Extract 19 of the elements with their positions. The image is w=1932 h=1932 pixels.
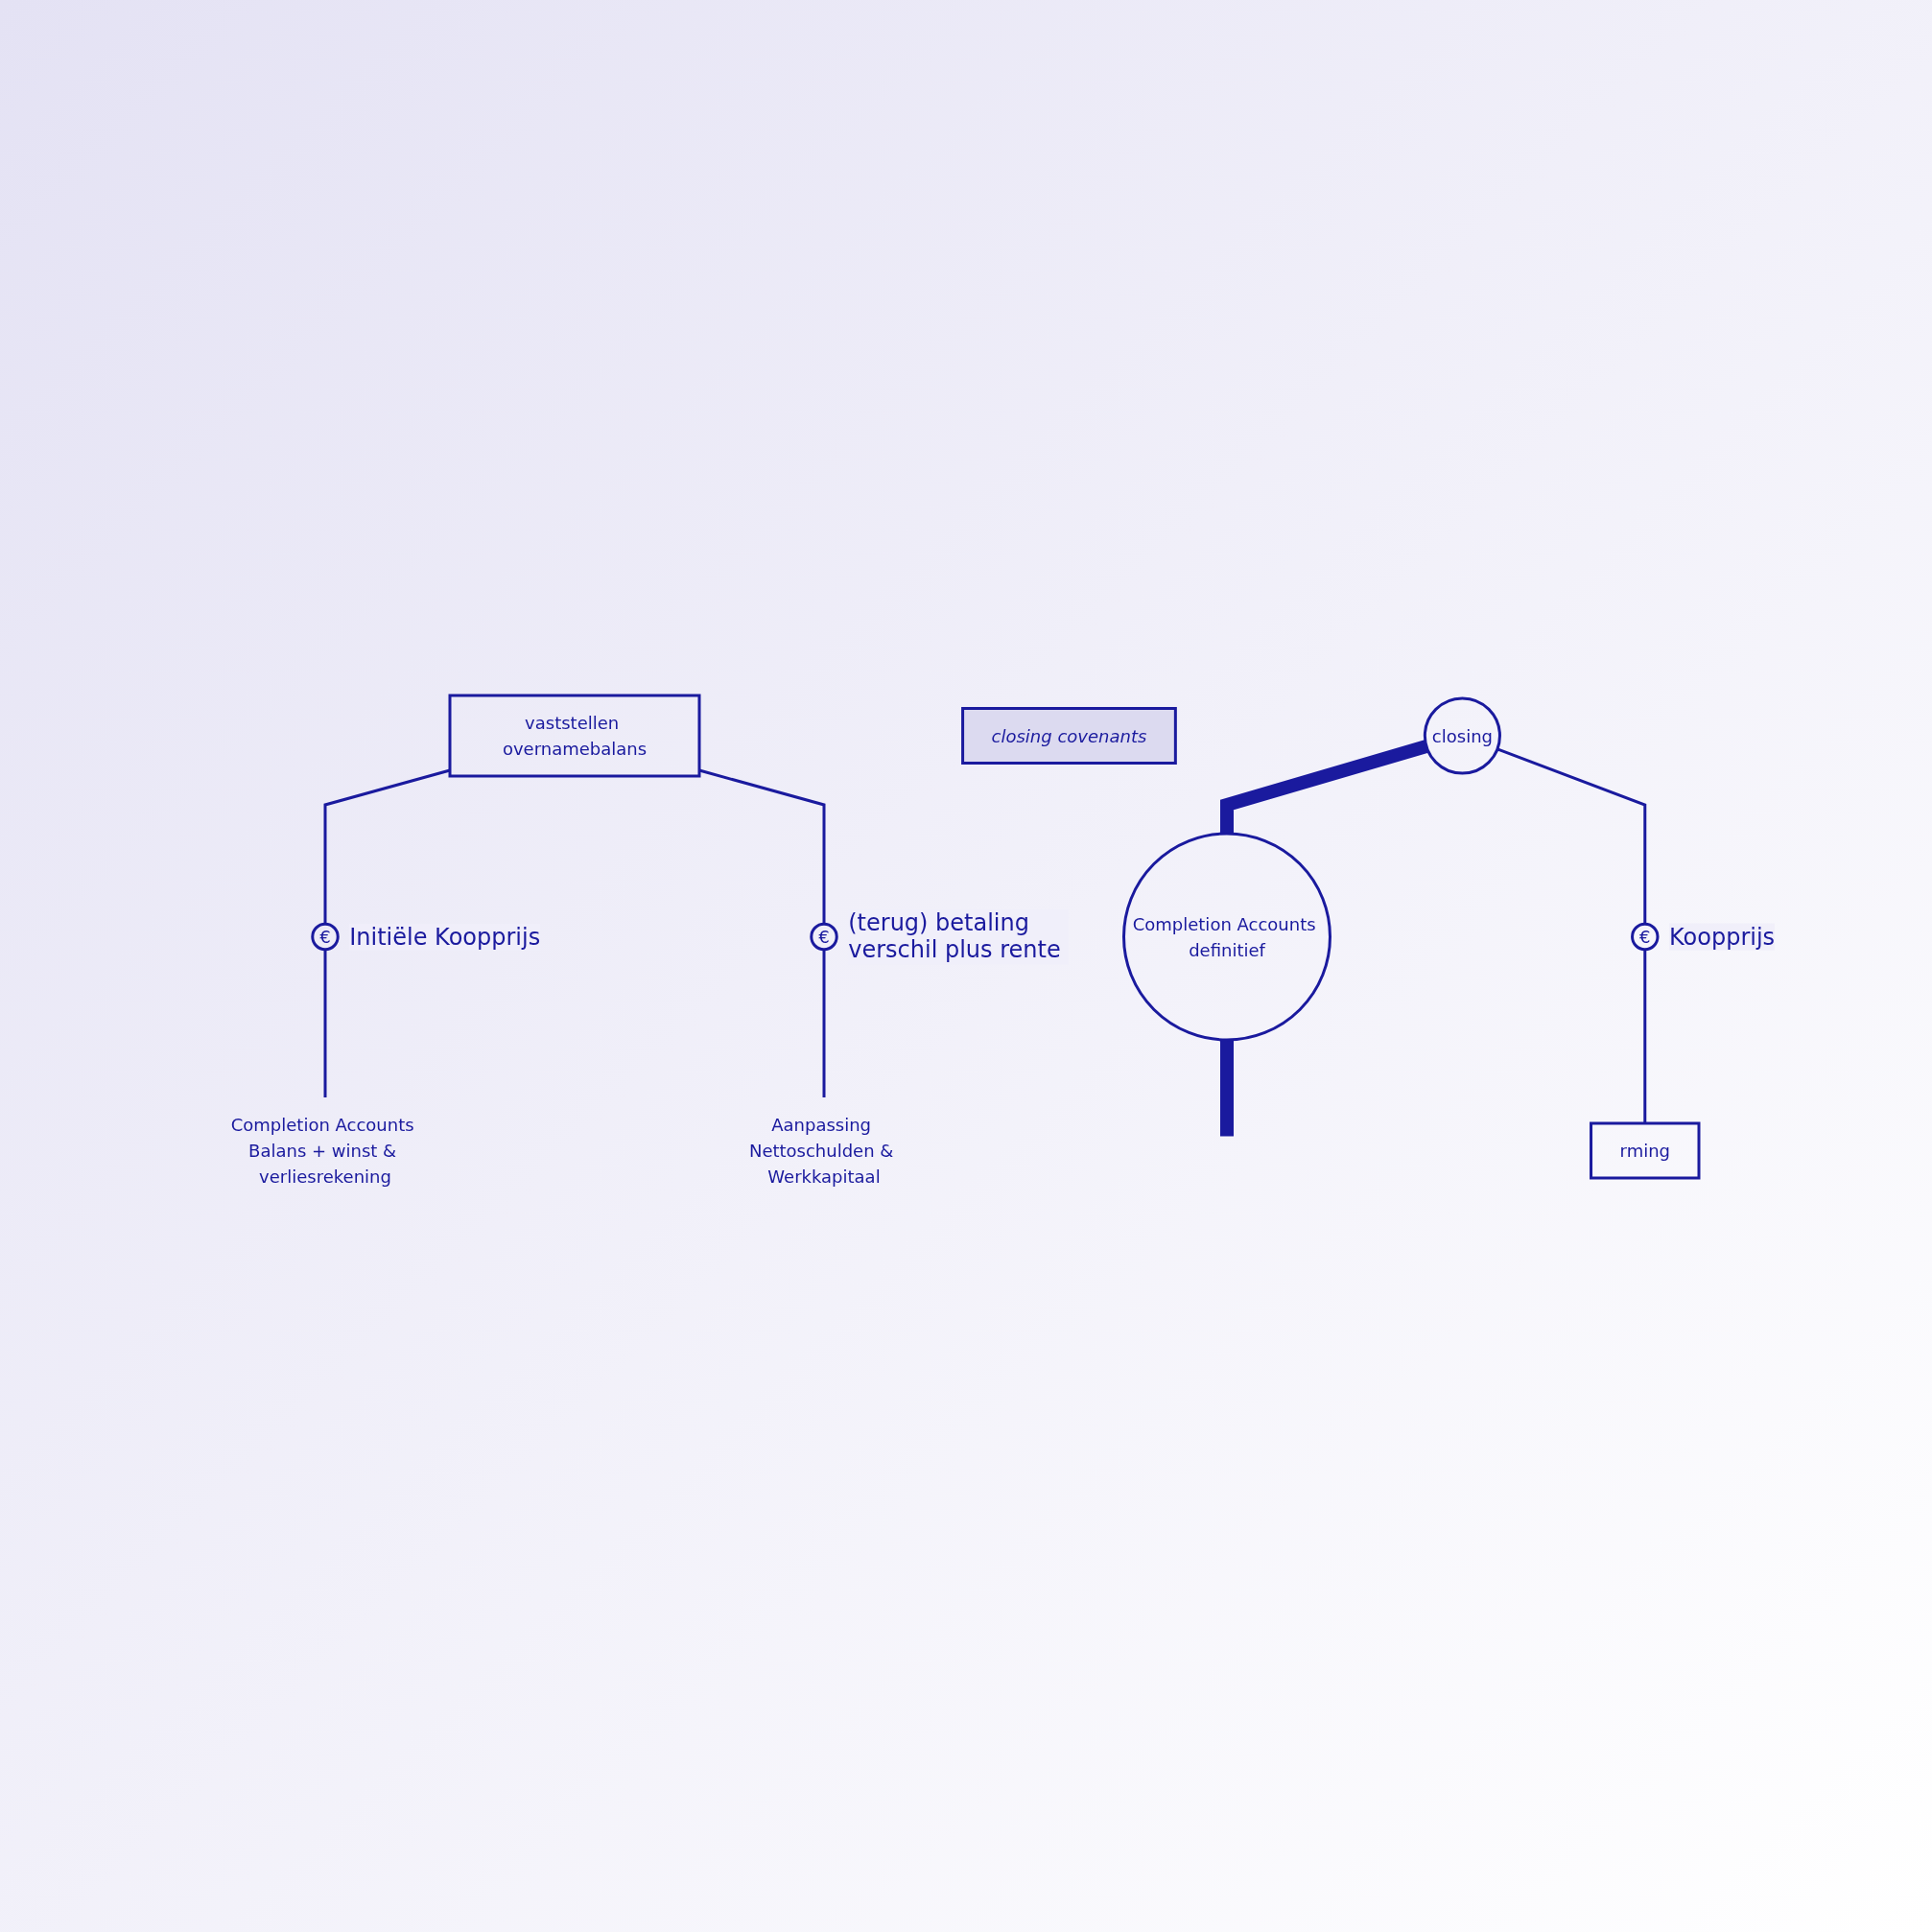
connector <box>698 768 826 925</box>
node-circle: € <box>311 922 340 952</box>
node-circle: € <box>1631 922 1660 952</box>
node-circle: Completion Accounts definitief <box>1122 832 1331 1042</box>
node-box: rming <box>1590 1121 1701 1180</box>
node-circle: € <box>810 922 838 952</box>
connector <box>1220 1040 1234 1137</box>
node-box: vaststellen overnamebalans <box>448 694 701 778</box>
connector <box>822 949 826 1097</box>
connector <box>323 768 451 925</box>
node-caption: Koopprijs <box>1669 923 1776 951</box>
connector <box>1220 740 1428 834</box>
node-box: closing covenants <box>961 707 1177 765</box>
node-circle: closing <box>1423 696 1501 775</box>
connector <box>1643 949 1647 1123</box>
node-text: Aanpassing Nettoschulden & Werkkapitaal <box>748 1115 894 1187</box>
connector <box>1496 747 1647 925</box>
connector <box>323 949 327 1097</box>
node-text: Completion Accounts Balans + winst & verliesrekening <box>230 1115 414 1187</box>
